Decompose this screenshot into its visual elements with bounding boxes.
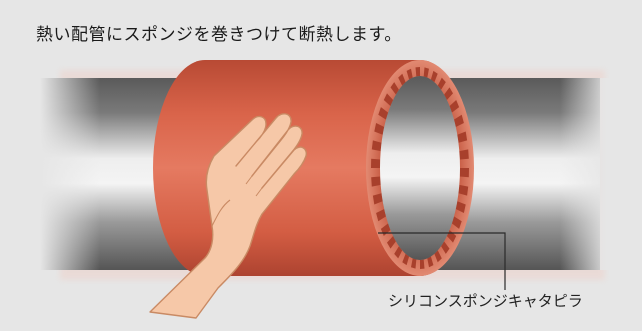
sponge-tooth (423, 67, 429, 78)
sponge-tooth (371, 140, 382, 152)
caption-text: 熱い配管にスポンジを巻きつけて断熱します。 (36, 25, 402, 45)
pipe-inside-sleeve (380, 76, 460, 260)
sponge-tooth (402, 253, 410, 266)
sponge-tooth (427, 256, 434, 268)
sponge-tooth (371, 158, 381, 168)
sponge-tooth (383, 93, 394, 106)
callout-label: シリコンスポンジキャタピラ (388, 292, 583, 310)
sponge-tooth (372, 193, 383, 205)
sponge-tooth (398, 73, 406, 86)
sponge-tooth (411, 258, 417, 269)
sponge-tooth (459, 149, 469, 160)
sponge-tooth (387, 236, 396, 249)
sponge-tooth (454, 114, 464, 127)
callout-leader-line (378, 232, 506, 290)
sponge-tooth (437, 77, 446, 90)
sponge-tooth (430, 70, 438, 83)
sponge-tooth (457, 131, 468, 143)
sponge-tooth (458, 184, 469, 196)
sponge-tooth (371, 176, 381, 187)
sponge-tooth (378, 107, 389, 120)
sponge-tooth (376, 209, 386, 222)
sponge-tooth (459, 168, 469, 178)
sponge-tooth (434, 250, 442, 263)
sponge-tooth (415, 67, 420, 77)
sponge-tooth (449, 100, 460, 113)
sponge-tooth (444, 87, 453, 100)
sponge-tooth (455, 201, 466, 213)
sponge-tooth (394, 246, 403, 259)
pipe-fade-right (560, 78, 610, 270)
sponge-tooth (374, 123, 385, 135)
sponge-tooth (451, 216, 462, 229)
sponge-tooth (406, 68, 413, 80)
sponge-tooth (420, 259, 425, 269)
sponge-tooth (441, 241, 450, 254)
sponge-tooth (390, 82, 399, 95)
pipe-fade-left (40, 78, 100, 270)
hand-icon (149, 113, 308, 319)
